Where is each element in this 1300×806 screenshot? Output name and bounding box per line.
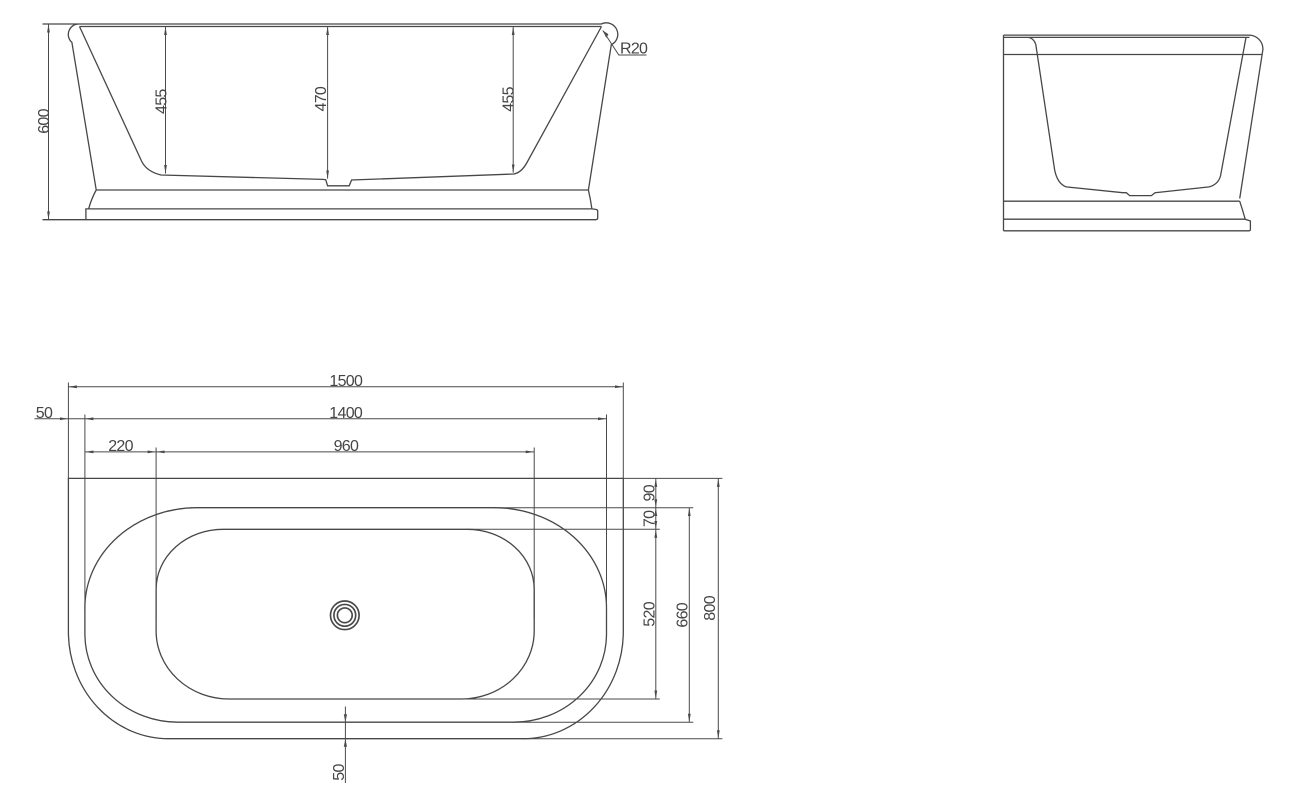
svg-text:R20: R20 [620,41,648,58]
svg-text:50: 50 [36,405,53,422]
svg-text:50: 50 [331,764,348,781]
svg-text:90: 90 [642,484,659,501]
svg-text:470: 470 [313,86,330,111]
svg-text:800: 800 [702,595,719,620]
svg-text:220: 220 [108,438,133,455]
svg-text:660: 660 [675,602,692,627]
svg-text:520: 520 [642,601,659,626]
svg-text:960: 960 [334,438,359,455]
svg-text:600: 600 [36,108,53,133]
svg-text:455: 455 [153,89,170,114]
svg-text:1500: 1500 [329,373,363,390]
svg-text:455: 455 [500,86,517,111]
svg-text:70: 70 [642,510,659,527]
svg-text:1400: 1400 [329,405,363,422]
